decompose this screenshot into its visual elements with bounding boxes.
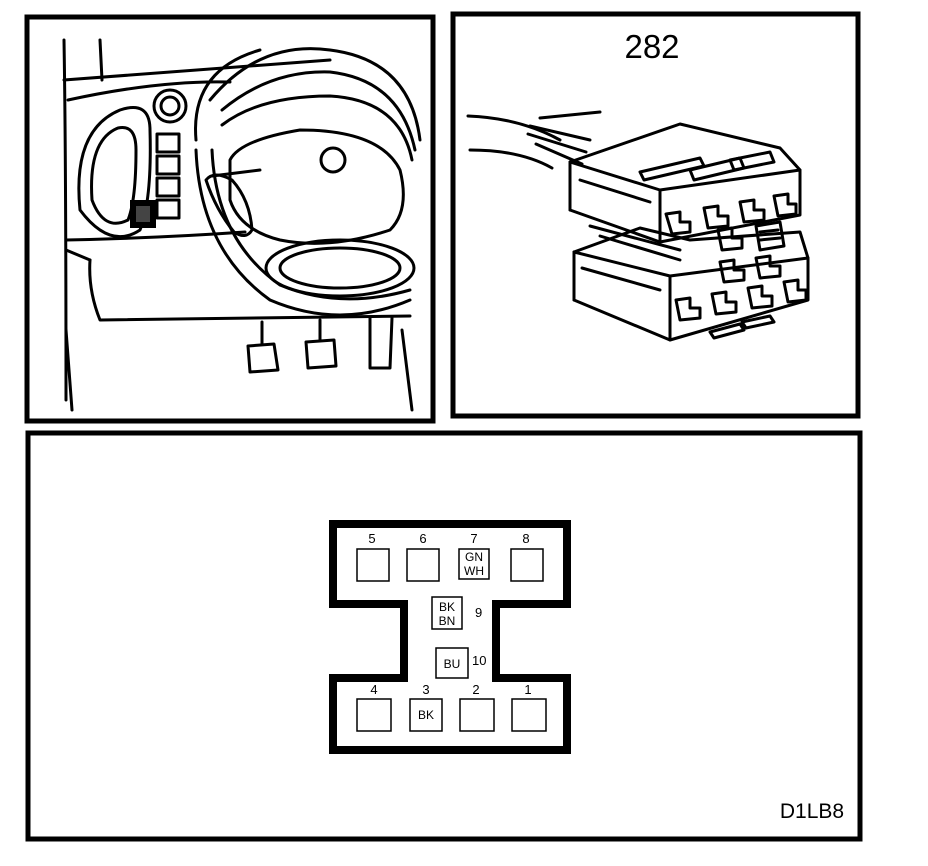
pin-2: 2 <box>459 682 495 732</box>
svg-text:8: 8 <box>522 531 529 546</box>
dashboard-panel <box>24 14 436 424</box>
connector-number: 282 <box>624 28 679 65</box>
pin-7-wire-color-1: GN <box>465 550 483 564</box>
dashboard-location-icon <box>62 38 422 412</box>
pin-9-wire-color-1: BK <box>439 600 455 614</box>
pin-5: 5 <box>356 531 390 582</box>
pin-9-wire-color-2: BN <box>439 614 456 628</box>
pin-9: BK BN 9 <box>431 596 482 630</box>
svg-text:10: 10 <box>472 653 486 668</box>
pin-10-wire-color: BU <box>444 657 461 671</box>
svg-text:5: 5 <box>368 531 375 546</box>
pin-8: 8 <box>510 531 544 582</box>
pin-3-wire-color: BK <box>418 708 434 722</box>
diagram-code: D1LB8 <box>780 800 844 823</box>
pin-7-wire-color-2: WH <box>464 564 484 578</box>
svg-text:6: 6 <box>419 531 426 546</box>
pin-7: 7 GN WH <box>458 531 490 580</box>
svg-text:9: 9 <box>475 605 482 620</box>
svg-text:4: 4 <box>370 682 377 697</box>
svg-text:1: 1 <box>524 682 531 697</box>
pin-10: BU 10 <box>435 647 486 679</box>
pinout-panel: 5 6 7 GN WH 8 BK BN 9 BU <box>25 430 863 842</box>
pin-1: 1 <box>511 682 547 732</box>
svg-text:2: 2 <box>472 682 479 697</box>
connector-face-outline <box>329 520 571 754</box>
connector-plug-icon <box>466 110 810 342</box>
pin-3: 3 BK <box>409 682 443 732</box>
pin-4: 4 <box>356 682 392 732</box>
pin-6: 6 <box>406 531 440 582</box>
svg-text:3: 3 <box>422 682 429 697</box>
connector-location-marker <box>130 200 156 228</box>
connector-panel: 282 <box>450 11 861 419</box>
svg-text:7: 7 <box>470 531 477 546</box>
